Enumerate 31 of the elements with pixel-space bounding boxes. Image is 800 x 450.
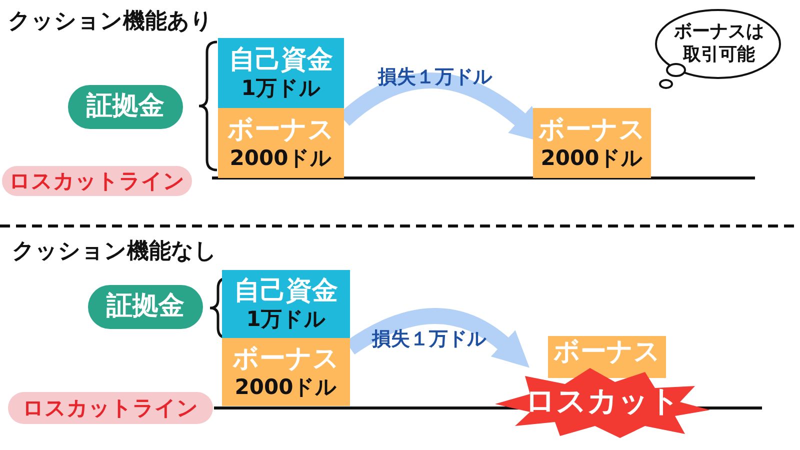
box-amount: 1万ドル	[246, 306, 326, 332]
edge-label: 損失１万ドル	[372, 327, 486, 352]
losscut-line-badge	[2, 166, 192, 196]
section-heading: クッション機能なし	[12, 238, 217, 266]
box-title: ロスカットライン	[22, 396, 198, 420]
fund-box	[218, 38, 344, 108]
box-title: ロスカットライン	[9, 168, 185, 194]
burst-text: ロスカット	[525, 384, 680, 420]
fund-box	[222, 270, 350, 338]
box-amount: 2000ドル	[540, 146, 644, 170]
box-title: ボーナス	[232, 344, 340, 375]
box-title: 証拠金	[86, 92, 164, 122]
box-title: ボーナスは取引可能	[673, 20, 765, 67]
bonus-box	[222, 338, 350, 406]
margin-badge	[88, 285, 203, 329]
margin-badge	[68, 85, 183, 129]
box-title: 証拠金	[106, 292, 184, 322]
bonus-box	[218, 108, 344, 178]
section-heading: クッション機能あり	[8, 8, 213, 36]
box-title: ボーナス	[538, 116, 646, 146]
losscut-line-badge	[8, 392, 213, 424]
box-amount: 1万ドル	[241, 76, 321, 100]
bonus-box	[533, 108, 651, 178]
box-title: ボーナス	[554, 338, 660, 368]
box-amount: 2000ドル	[230, 146, 332, 170]
box-title: ボーナス	[228, 116, 334, 146]
box-title: 自己資金	[229, 46, 333, 76]
box-amount: 2000ドル	[234, 374, 338, 400]
box-title: 自己資金	[234, 276, 338, 307]
bonus-box	[548, 336, 666, 378]
edge-label: 損失１万ドル	[378, 65, 492, 90]
